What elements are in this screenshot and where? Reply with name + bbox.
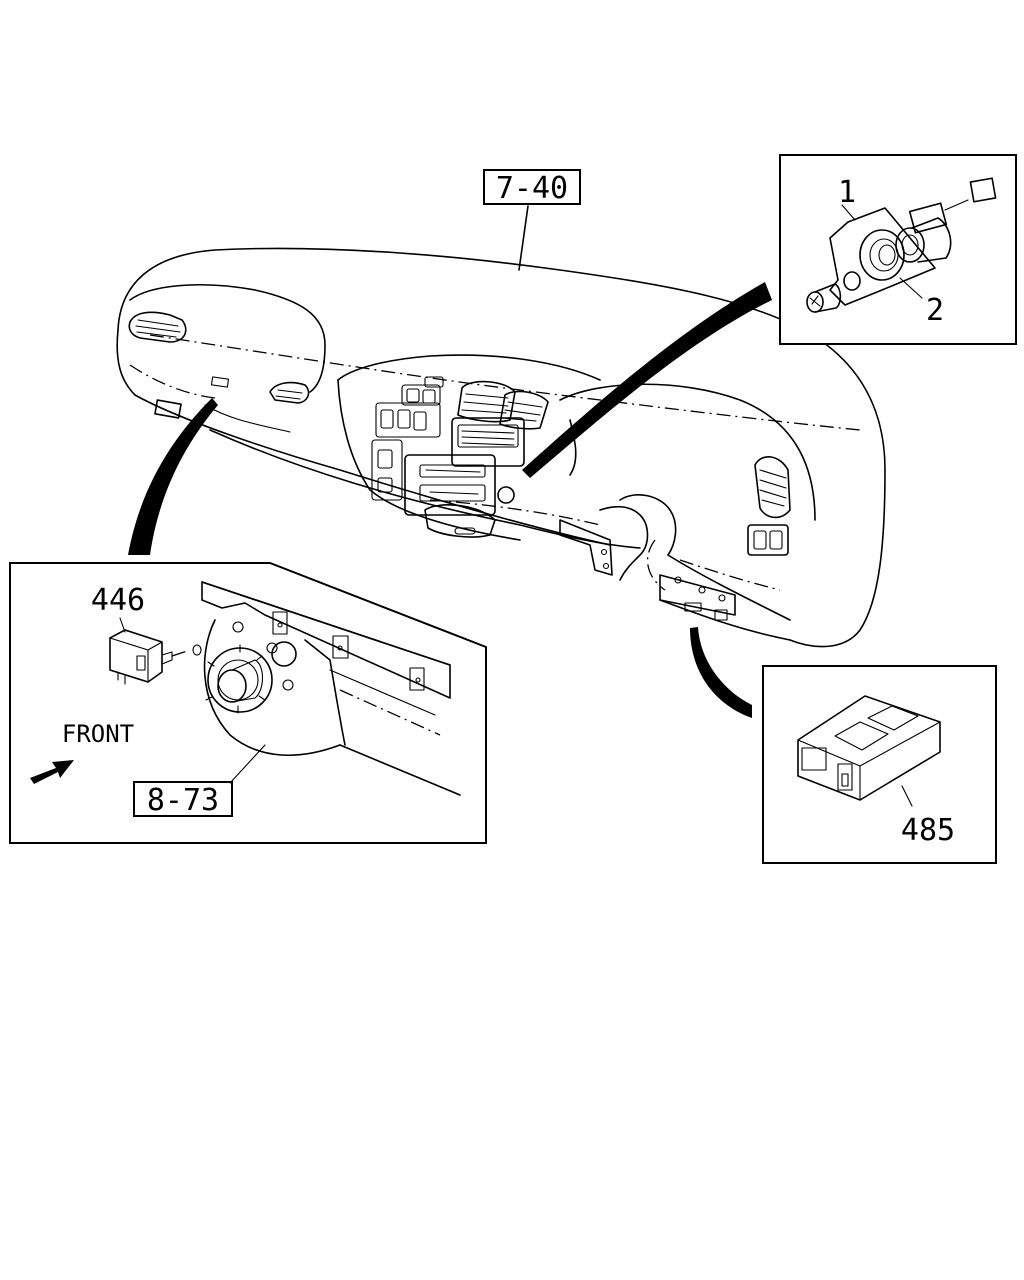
part-485-label: 485	[901, 813, 955, 848]
lighter-ring	[859, 229, 905, 281]
part-1-label: 1	[838, 175, 856, 210]
audio-unit	[404, 454, 496, 538]
lighter-plug	[806, 283, 842, 313]
pointer-wedge-left	[128, 398, 218, 555]
callout-7-40: 7-40	[483, 169, 581, 271]
right-switch-block	[747, 524, 789, 556]
center-air-vents	[457, 380, 549, 430]
inset-module-485: 485	[762, 665, 997, 864]
small-side-vent	[269, 381, 310, 404]
callout-7-40-label: 7-40	[496, 171, 568, 206]
right-air-vent	[754, 456, 791, 519]
part-446-label: 446	[91, 583, 145, 618]
lower-right-panel	[659, 574, 736, 621]
callout-8-73-label: 8-73	[147, 783, 219, 818]
center-knob	[497, 486, 515, 504]
module-unit-485	[797, 695, 941, 801]
pointer-wedge-top-right	[522, 282, 772, 478]
center-switch-panel	[371, 376, 444, 501]
lighter-socket	[895, 177, 997, 263]
front-direction-label: FRONT	[62, 720, 134, 748]
part-2-label: 2	[926, 293, 944, 328]
pointer-wedge-bottom-right	[690, 627, 752, 718]
inset-relay-446: 446	[9, 562, 487, 844]
left-air-vent	[128, 311, 187, 343]
lighter-washer	[843, 271, 861, 291]
steering-hub	[205, 644, 273, 714]
climate-control-panel	[451, 417, 525, 467]
inset-cigarette-lighter: 1 2	[779, 154, 1017, 345]
front-arrow-icon	[30, 760, 74, 784]
